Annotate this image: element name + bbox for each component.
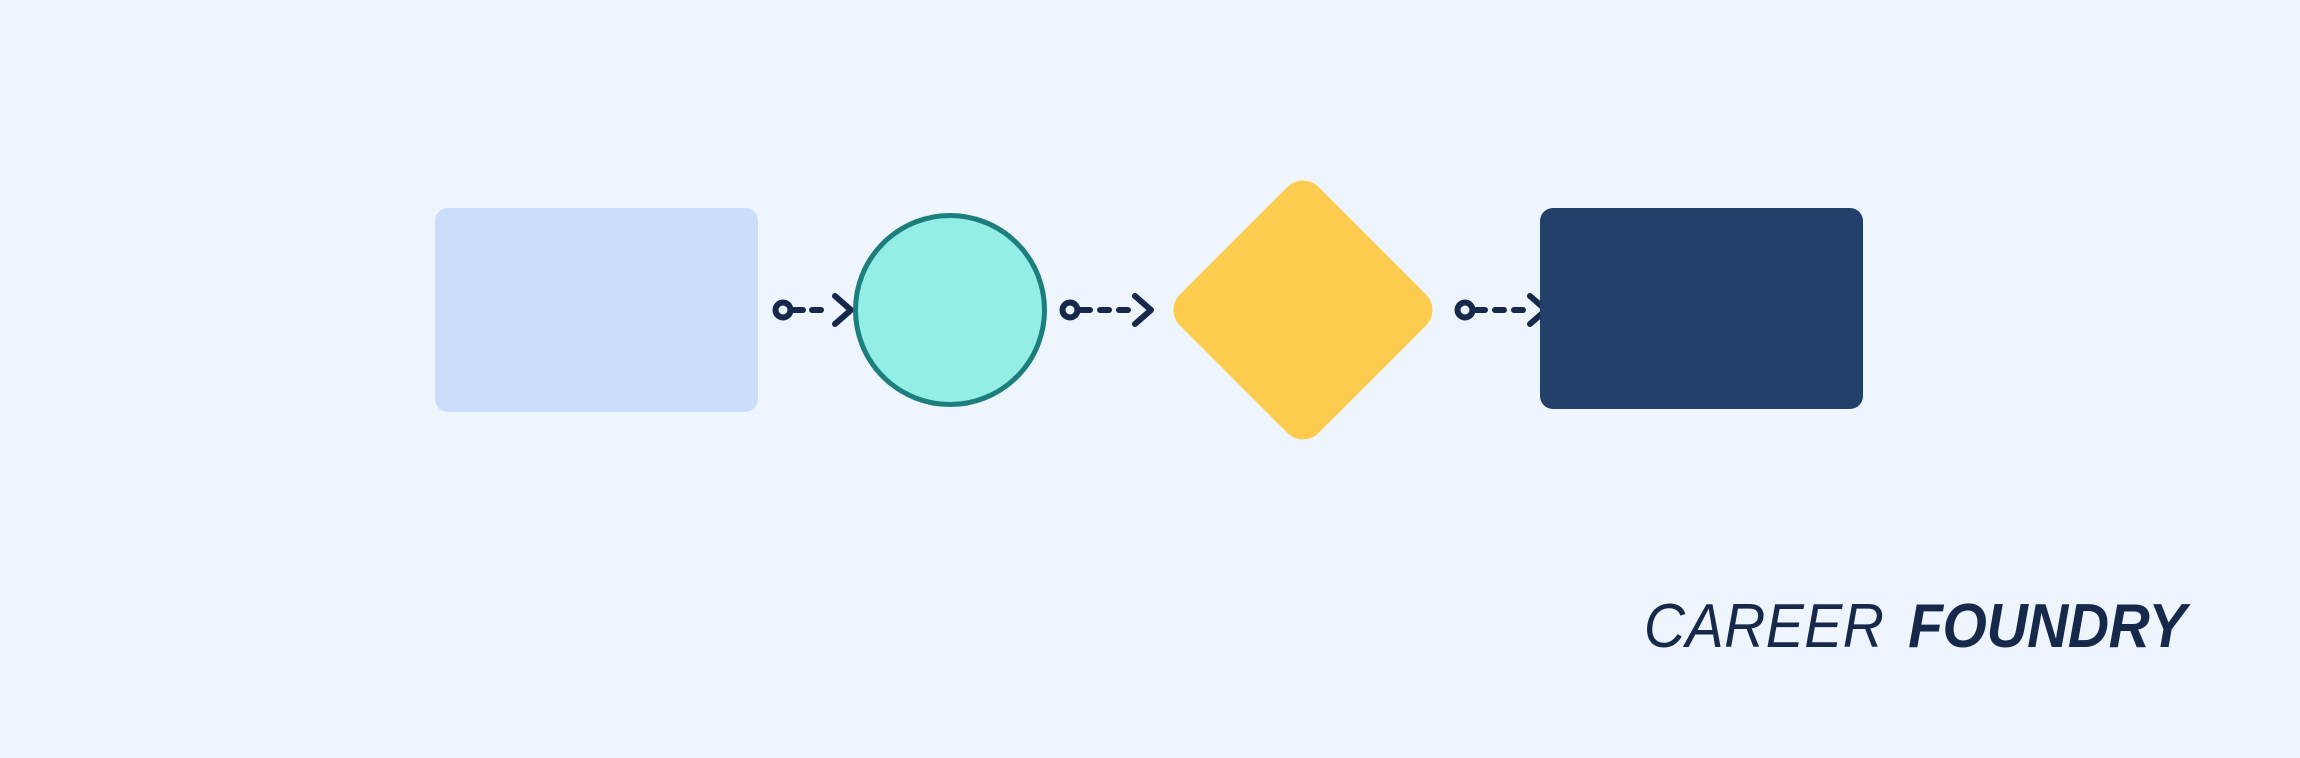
flowchart-node-decision-diamond[interactable]: [1164, 171, 1442, 449]
flowchart-diagram: [435, 171, 1863, 449]
flowchart-connector-2[interactable]: [1055, 278, 1160, 342]
dashed-arrow-icon: [772, 293, 854, 327]
flowchart-connector-1[interactable]: [768, 278, 860, 342]
connector-start-circle-icon: [772, 299, 794, 321]
flowchart-node-process-end[interactable]: [1540, 208, 1863, 409]
dashed-arrow-icon: [1059, 293, 1154, 327]
logo-word-career: CAREER: [1643, 592, 1885, 661]
connector-start-circle-icon: [1059, 299, 1081, 321]
flowchart-node-process-start[interactable]: [435, 208, 758, 412]
careerfoundry-logo: CAREER FOUNDRY: [1644, 588, 2187, 666]
logo-word-foundry: FOUNDRY: [1908, 592, 2186, 661]
connector-start-circle-icon: [1454, 299, 1476, 321]
chevron-arrow-icon: [1132, 293, 1154, 327]
flowchart-node-connector-circle[interactable]: [853, 213, 1047, 407]
chevron-arrow-icon: [832, 293, 854, 327]
dashed-arrow-icon: [1454, 293, 1549, 327]
